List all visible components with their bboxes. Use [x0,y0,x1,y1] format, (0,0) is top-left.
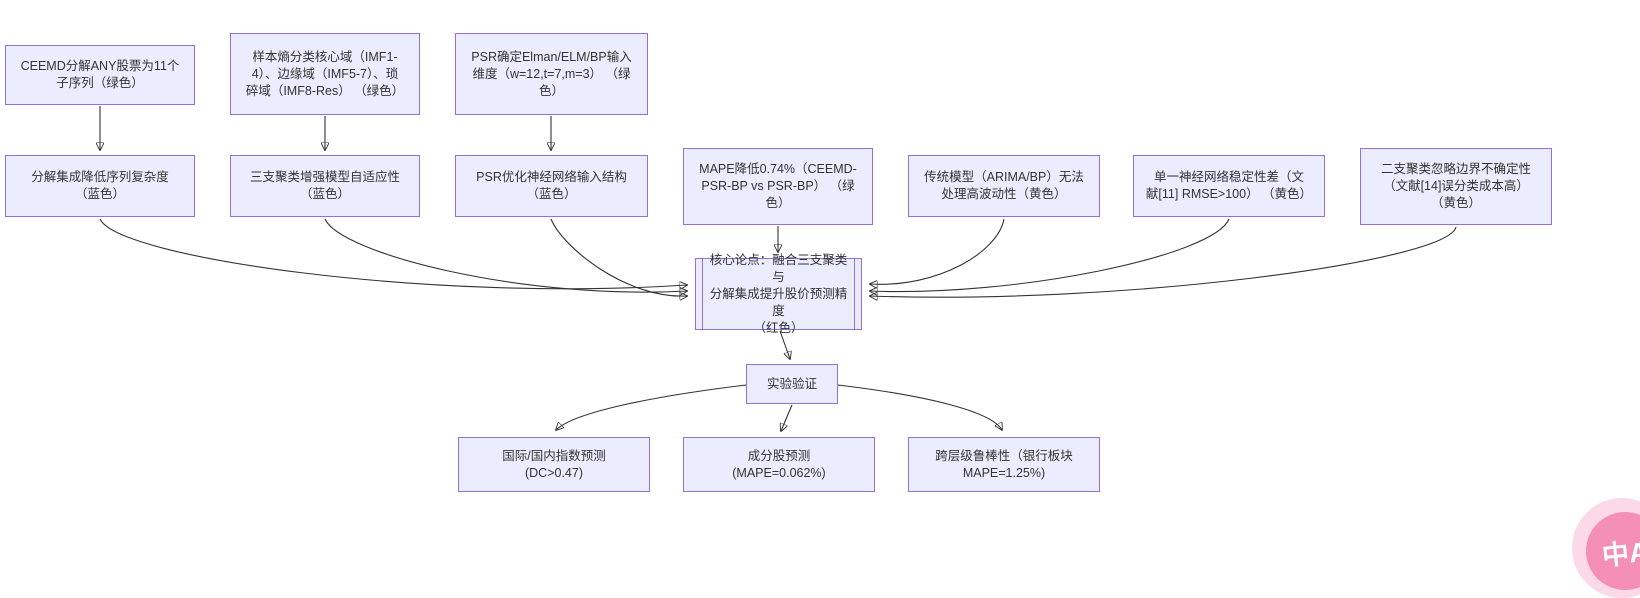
node-cross-level-robustness-label: 跨层级鲁棒性（银行板块 MAPE=1.25%) [935,448,1073,480]
core-thesis-inner-line-left [702,259,703,329]
node-experiment-validation-label: 实验验证 [766,376,817,391]
node-sample-entropy: 样本熵分类核心域（IMF1- 4）、边缘域（IMF5-7）、琐 碎域（IMF8-… [230,33,420,115]
node-two-way-limitation: 二支聚类忽略边界不确定性 （文献[14]误分类成本高） （黄色） [1360,148,1552,225]
node-mape-improvement: MAPE降低0.74%（CEEMD- PSR-BP vs PSR-BP） （绿 … [683,148,873,225]
node-single-nn-instability: 单一神经网络稳定性差（文 献[11] RMSE>100） （黄色） [1133,155,1325,217]
node-psr-structure-label: PSR优化神经网络输入结构 （蓝色） [476,170,627,201]
node-experiment-validation: 实验验证 [746,364,838,404]
node-cross-level-robustness: 跨层级鲁棒性（银行板块 MAPE=1.25%) [908,437,1100,492]
node-index-prediction: 国际/国内指数预测 (DC>0.47) [458,437,650,492]
node-two-way-limitation-label: 二支聚类忽略边界不确定性 （文献[14]误分类成本高） （黄色） [1380,162,1531,210]
node-ceemd-label: CEEMD分解ANY股票为11个 子序列（绿色） [20,59,180,90]
node-mape-improvement-label: MAPE降低0.74%（CEEMD- PSR-BP vs PSR-BP） （绿 … [699,162,857,210]
node-psr-dimension: PSR确定Elman/ELM/BP输入 维度（w=12,t=7,m=3） （绿 … [455,33,648,115]
node-single-nn-instability-label: 单一神经网络稳定性差（文 献[11] RMSE>100） （黄色） [1145,170,1313,201]
node-psr-dimension-label: PSR确定Elman/ELM/BP输入 维度（w=12,t=7,m=3） （绿 … [471,49,632,98]
flowchart-canvas: CEEMD分解ANY股票为11个 子序列（绿色） 样本熵分类核心域（IMF1- … [5,33,1640,598]
node-traditional-limitation: 传统模型（ARIMA/BP）无法 处理高波动性（黄色） [908,155,1100,217]
node-ceemd: CEEMD分解ANY股票为11个 子序列（绿色） [5,45,195,105]
node-three-way-adaptivity-label: 三支聚类增强模型自适应性 （蓝色） [249,170,400,201]
node-constituent-prediction: 成分股预测 (MAPE=0.062%) [683,437,875,492]
translate-badge-label: 中A [1600,536,1640,571]
node-sample-entropy-label: 样本熵分类核心域（IMF1- 4）、边缘域（IMF5-7）、琐 碎域（IMF8-… [245,49,405,98]
node-core-thesis: 核心论点：融合三支聚类与 分解集成提升股价预测精度 （红色） [695,253,862,335]
node-traditional-limitation-label: 传统模型（ARIMA/BP）无法 处理高波动性（黄色） [924,170,1084,201]
node-psr-structure: PSR优化神经网络输入结构 （蓝色） [455,155,648,217]
node-core-thesis-label: 核心论点：融合三支聚类与 分解集成提升股价预测精度 （红色） [709,252,848,335]
node-decomposition-complexity-label: 分解集成降低序列复杂度 （蓝色） [31,170,169,201]
core-thesis-inner-line-right [854,259,855,329]
node-index-prediction-label: 国际/国内指数预测 (DC>0.47) [502,448,606,480]
node-decomposition-complexity: 分解集成降低序列复杂度 （蓝色） [5,155,195,217]
node-constituent-prediction-label: 成分股预测 (MAPE=0.062%) [732,448,826,480]
node-three-way-adaptivity: 三支聚类增强模型自适应性 （蓝色） [230,155,420,217]
